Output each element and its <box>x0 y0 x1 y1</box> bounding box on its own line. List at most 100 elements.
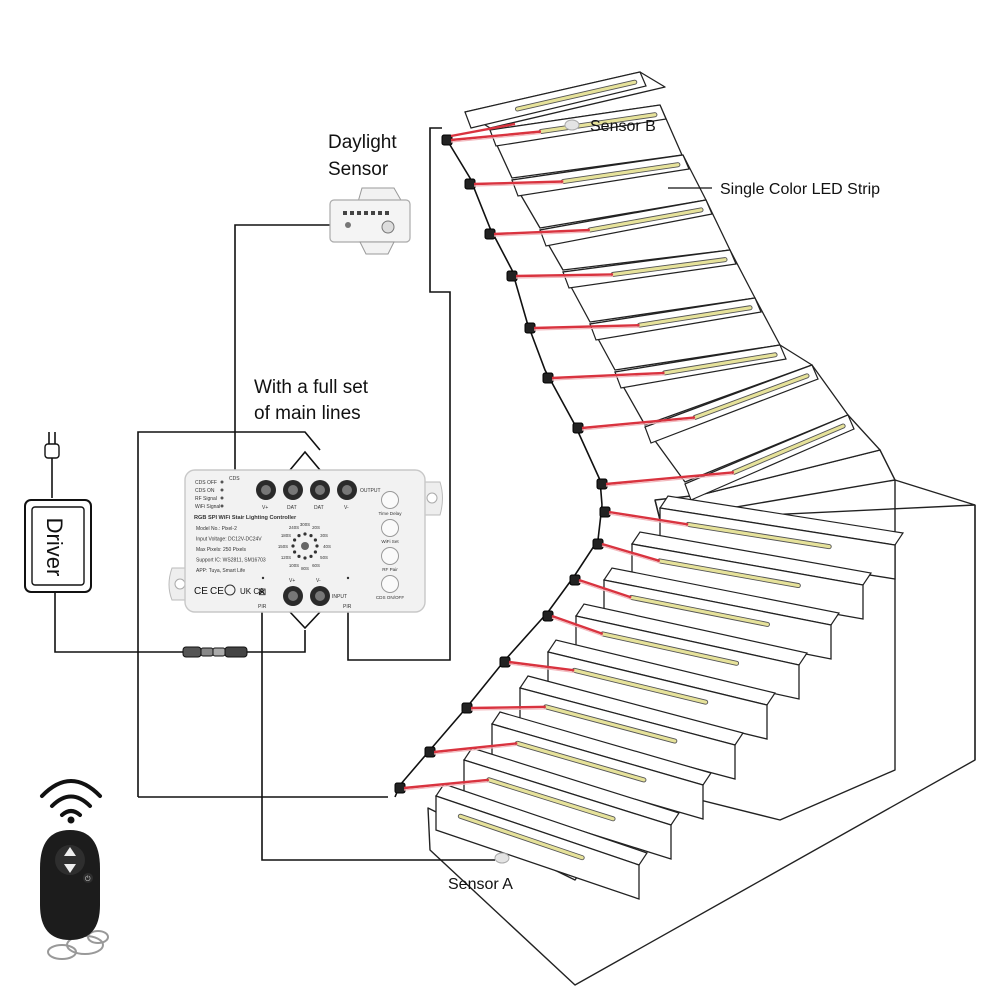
landing-front <box>654 499 661 521</box>
stair-step <box>547 639 776 740</box>
red-wire <box>581 416 696 430</box>
svg-text:V-: V- <box>316 578 321 584</box>
stair-step <box>589 297 781 371</box>
dial-value: 150S <box>278 544 288 549</box>
stair-step <box>539 199 731 271</box>
input-terminals: V+ V- INPUT PIR PIR <box>258 576 352 610</box>
driver-label: Driver <box>42 518 67 577</box>
controller-title: RGB SPI WiFi Stair Lighting Controller <box>194 515 297 521</box>
daylight-wire <box>234 224 340 480</box>
connector-clip <box>596 478 608 490</box>
red-wire <box>533 324 640 330</box>
output-terminals: V+ DAT DAT V- OUTPUT <box>256 480 381 511</box>
sensor-b-device <box>564 119 580 131</box>
main-line-top <box>137 431 321 797</box>
dial-value: 180S <box>281 533 291 538</box>
red-wire <box>433 742 518 754</box>
connector-clip <box>461 702 473 714</box>
controller-button[interactable]: CDS ON/OFF <box>376 575 405 601</box>
svg-text:RF Pair: RF Pair <box>382 567 398 572</box>
certification-marks: CE CE UK CA ⊠ <box>194 584 266 598</box>
main-line-fork-top <box>289 450 321 471</box>
dial-value: 100S <box>289 563 299 568</box>
cds-port-label: CDS <box>229 476 240 482</box>
svg-text:DAT: DAT <box>287 505 297 511</box>
stair-step <box>684 414 881 501</box>
dial-dot <box>313 538 317 542</box>
sensor-b-label: Sensor B <box>590 118 656 135</box>
dial-dot <box>293 538 297 542</box>
dial-value: 60S <box>312 563 320 568</box>
rf-remote: ⏻ <box>40 779 109 960</box>
red-wire <box>605 471 735 486</box>
controller-button[interactable]: Time Delay <box>378 491 402 517</box>
controller-button[interactable]: WiFi Set <box>381 519 399 545</box>
dial-value: 240S <box>289 525 299 530</box>
connector-clip <box>394 782 406 794</box>
controller-indicators: CDS OFF CDS ON RF Signal WiFi Signal CDS <box>195 476 240 510</box>
stair-step <box>511 154 707 229</box>
driver-unit: Driver <box>24 432 92 593</box>
ukca-mark: UK CA <box>240 587 265 596</box>
ce-mark-2: CE <box>210 586 224 597</box>
driver-wire <box>54 592 306 653</box>
power-plug-icon <box>44 443 60 459</box>
sensor-a-device <box>494 852 510 864</box>
red-wire <box>403 778 489 790</box>
connector-clip <box>441 134 453 146</box>
red-wire <box>608 510 689 526</box>
remote-up-button[interactable] <box>64 847 76 856</box>
sensor-a-label: Sensor A <box>448 876 513 893</box>
svg-text:DAT: DAT <box>314 505 324 511</box>
terminal-input-v-minus: V- <box>310 578 330 606</box>
upper-flight-steps <box>464 71 881 501</box>
red-wire <box>515 273 614 278</box>
red-wire <box>578 578 632 599</box>
dial-dot <box>315 544 319 548</box>
ce-mark-1: CE <box>194 586 208 597</box>
daylight-sensor-label-2: Sensor <box>328 159 389 180</box>
connector-clip <box>506 270 518 282</box>
sensor-b-wire <box>347 127 451 661</box>
main-lines-label-2: of main lines <box>254 403 361 424</box>
connector-clip <box>599 506 611 518</box>
remote-down-button[interactable] <box>64 864 76 873</box>
stair-step <box>519 675 744 780</box>
red-wire <box>450 122 516 138</box>
remote-power-button[interactable] <box>83 873 93 883</box>
stair-step <box>575 603 808 700</box>
red-wire <box>470 705 546 710</box>
indicator-wifi-signal: WiFi Signal <box>195 504 220 510</box>
main-lines-label-1: With a full set <box>254 377 369 398</box>
inline-connector <box>182 646 248 658</box>
daylight-sensor-eye <box>345 222 351 228</box>
controller-button[interactable]: RF Pair <box>381 547 399 573</box>
stair-step <box>603 567 840 660</box>
stair-step <box>464 71 666 129</box>
stair-step <box>435 783 648 900</box>
connector-clip <box>484 228 496 240</box>
red-wire <box>493 228 590 236</box>
terminal-dat-2: DAT <box>310 480 330 511</box>
output-label: OUTPUT <box>360 488 381 494</box>
dial-value: 120S <box>281 555 291 560</box>
upper-chain-wire <box>446 139 603 506</box>
connector-clip <box>499 656 511 668</box>
svg-text:CDS ON/OFF: CDS ON/OFF <box>376 595 405 600</box>
spec-line: Model No.: Pixel-2 <box>196 526 237 532</box>
svg-text:Time Delay: Time Delay <box>378 511 402 516</box>
connector-clip <box>524 322 536 334</box>
dial-dot <box>297 554 301 558</box>
terminal-input-v-plus: V+ <box>283 578 303 606</box>
stair-step <box>658 495 905 580</box>
input-label: INPUT <box>332 594 347 600</box>
stair-step <box>562 249 756 323</box>
dial-dot <box>303 532 307 536</box>
weee-bin-icon: ⊠ <box>258 587 266 598</box>
dial-dot <box>303 556 307 560</box>
terminal-v-minus: V- <box>337 480 357 511</box>
input-fork <box>289 611 321 630</box>
